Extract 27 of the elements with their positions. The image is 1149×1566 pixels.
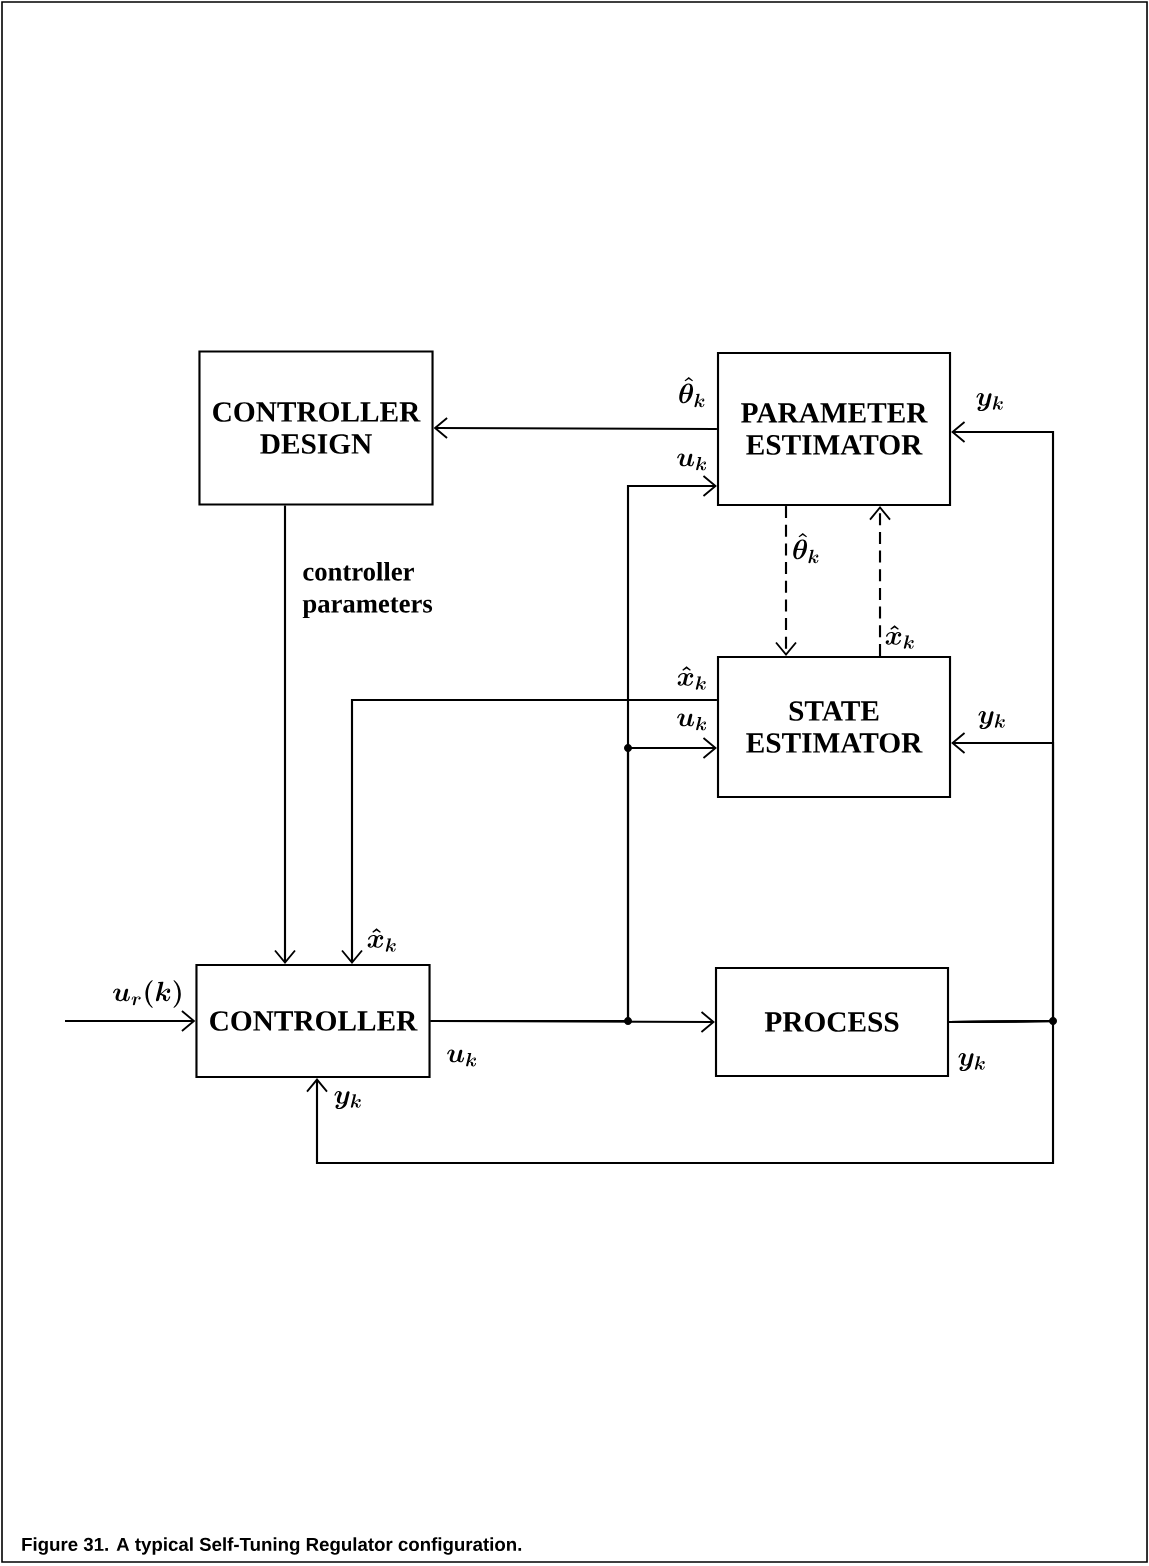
arrow bbox=[430, 737, 717, 1023]
block-box: STATE ESTIMATOR bbox=[716, 655, 952, 799]
edge-label: $u_r(k)$ bbox=[113, 980, 181, 1008]
edge-label: controller parameters bbox=[302, 561, 433, 619]
arrow bbox=[433, 417, 717, 439]
block-box: CONTROLLER bbox=[195, 963, 431, 1079]
signal-label: $\hat{x}_k$ bbox=[367, 928, 396, 952]
arrow bbox=[306, 1019, 1055, 1165]
edge-label: $\hat{\theta}_k$ bbox=[793, 532, 819, 564]
block-box: CONTROLLER DESIGN bbox=[198, 350, 434, 506]
arrow bbox=[65, 1010, 196, 1032]
edge-label: $u_k$ bbox=[677, 453, 707, 471]
edge-label: $y_k$ bbox=[978, 710, 1005, 730]
caption: Figure 31. A typical Self-Tuning Regulator configuration. bbox=[22, 1537, 522, 1555]
arrow bbox=[341, 698, 717, 964]
edge-label: $y_k$ bbox=[334, 1090, 361, 1110]
edge-label: $u_k$ bbox=[677, 713, 707, 731]
arrow bbox=[775, 506, 797, 656]
edge-label: $u_k$ bbox=[447, 1049, 477, 1067]
arrow bbox=[869, 506, 891, 656]
edge-label: $\hat{x}_k$ bbox=[677, 666, 706, 690]
block-box: PARAMETER ESTIMATOR bbox=[716, 351, 952, 507]
block-box: PROCESS bbox=[714, 966, 950, 1078]
edge-label: $\hat{\theta}_k$ bbox=[679, 376, 705, 408]
edge-label: $y_k$ bbox=[976, 392, 1003, 412]
edge-label: $\hat{x}_k$ bbox=[885, 625, 914, 649]
arrow bbox=[274, 505, 296, 964]
